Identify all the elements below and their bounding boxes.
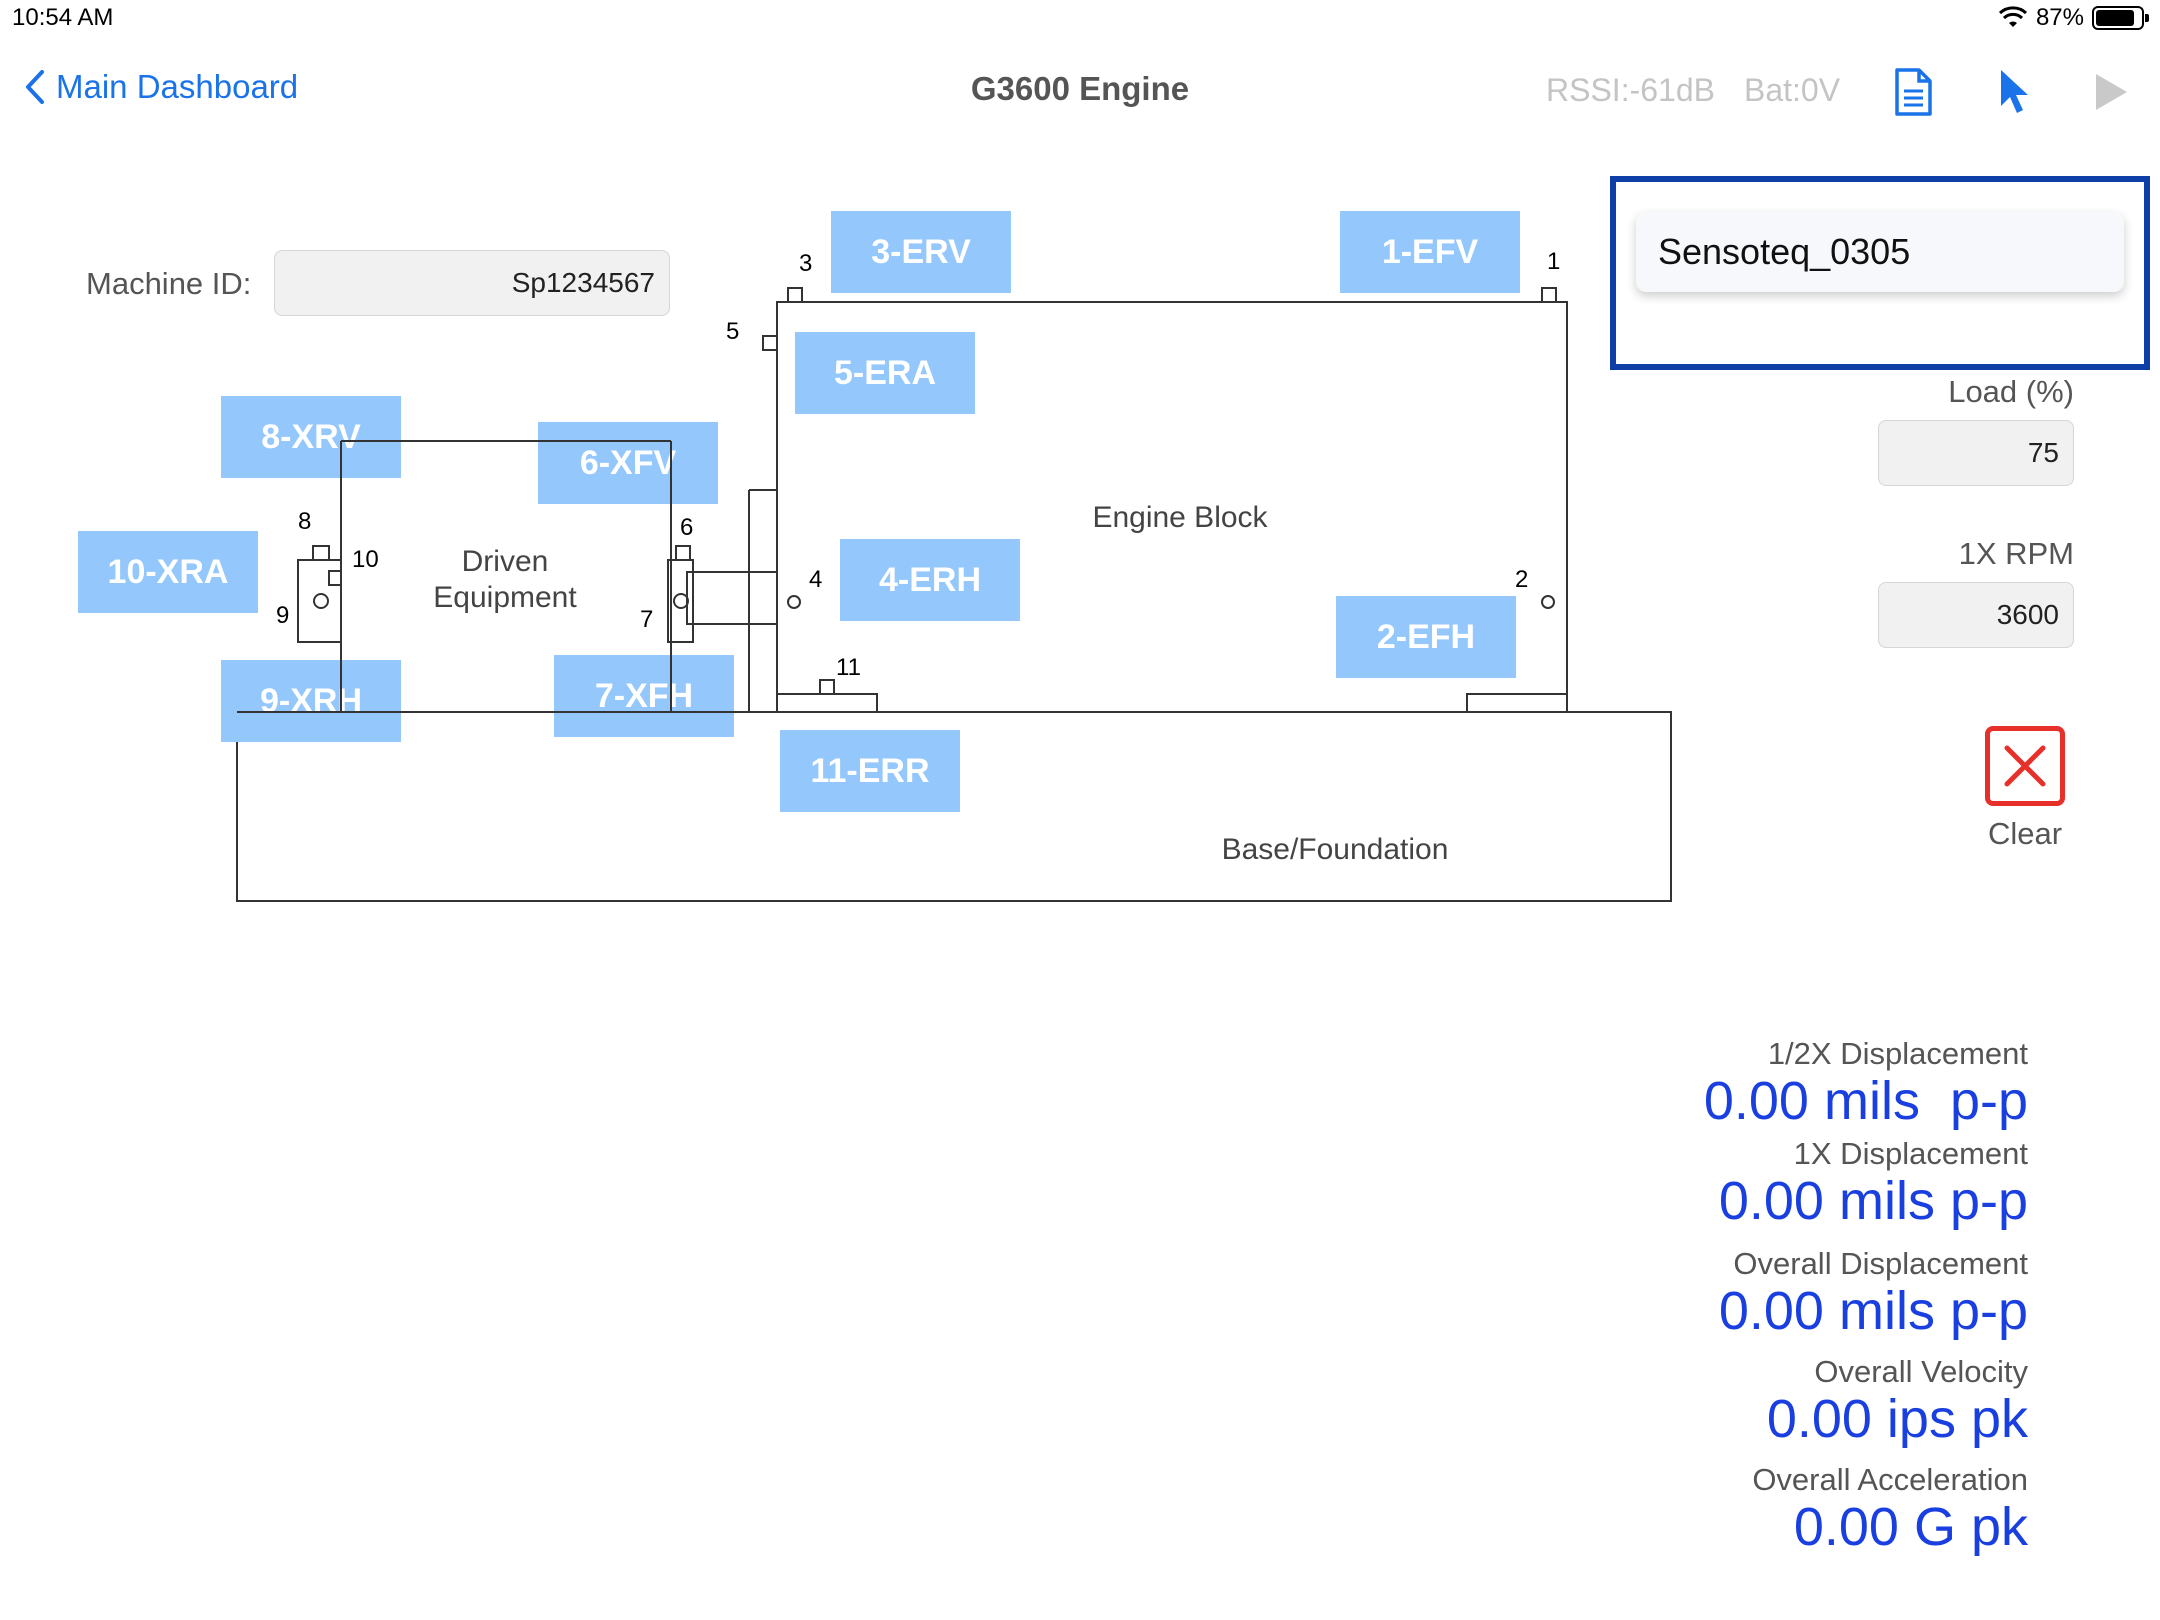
point-number: 3 [799, 250, 813, 277]
clear-button[interactable] [1985, 726, 2065, 806]
select-mode-button[interactable] [1988, 66, 2038, 118]
metric-value: 0.00 ips pk [1766, 1389, 2028, 1449]
sensor-2-efh-button[interactable]: 2-EFH [1336, 596, 1516, 678]
metric-value: 0.00 G pk [1793, 1497, 2028, 1557]
document-icon [1895, 68, 1932, 116]
metric-label: Overall Acceleration [1752, 1462, 2028, 1497]
sensor-dropdown[interactable]: Sensoteq_0305 [1636, 212, 2124, 292]
status-indicators: 87% [1998, 4, 2149, 32]
point-number: 5 [726, 318, 740, 345]
metric-value: 0.00 mils p-p [1703, 1071, 2028, 1131]
metric-label: 1X Displacement [1793, 1136, 2028, 1171]
clear-label: Clear [1987, 816, 2063, 851]
metric-label: 1/2X Displacement [1767, 1036, 2028, 1071]
battery-readout: Bat:0V [1744, 72, 1841, 108]
point-number: 7 [640, 606, 654, 633]
sensor-3-erv-button[interactable]: 3-ERV [831, 211, 1011, 293]
machine-id-label: Machine ID: [86, 266, 252, 301]
point-number: 6 [680, 514, 694, 541]
chevron-left-icon [26, 70, 44, 104]
load-label: Load (%) [1948, 374, 2074, 409]
point-number: 10 [352, 546, 379, 573]
point-number: 2 [1515, 566, 1529, 593]
sensor-5-era-button[interactable]: 5-ERA [795, 332, 975, 414]
sensor-8-xrv-button[interactable]: 8-XRV [221, 396, 401, 478]
point-number: 4 [809, 566, 823, 593]
cursor-icon [2001, 70, 2028, 113]
point-number: 11 [836, 654, 861, 681]
metric-value: 0.00 mils p-p [1718, 1281, 2028, 1341]
point-number: 1 [1547, 248, 1561, 275]
metric-label: Overall Velocity [1814, 1354, 2028, 1389]
sensor-7-xfh-button[interactable]: 7-XFH [554, 655, 734, 737]
metric-value: 0.00 mils p-p [1718, 1171, 2028, 1231]
sensor-1-efv-button[interactable]: 1-EFV [1340, 211, 1520, 293]
rpm-label: 1X RPM [1958, 536, 2074, 571]
close-icon [2004, 745, 2046, 787]
sensor-9-xrh-button[interactable]: 9-XRH [221, 660, 401, 742]
engine-block-label: Engine Block [1092, 501, 1268, 534]
sensor-select-panel: Sensoteq_0305 [1610, 176, 2150, 370]
base-foundation-label: Base/Foundation [1221, 833, 1449, 866]
rpm-input[interactable] [1878, 582, 2074, 648]
play-icon [2096, 74, 2127, 110]
play-button[interactable] [2086, 66, 2136, 118]
report-button[interactable] [1888, 66, 1938, 118]
point-number: 9 [276, 602, 290, 629]
sensor-6-xfv-button[interactable]: 6-XFV [538, 422, 718, 504]
sensor-10-xra-button[interactable]: 10-XRA [78, 531, 258, 613]
sensor-11-err-button[interactable]: 11-ERR [780, 730, 960, 812]
load-input[interactable] [1878, 420, 2074, 486]
point-number: 8 [298, 508, 312, 535]
back-label: Main Dashboard [56, 68, 299, 105]
machine-id-input[interactable] [274, 250, 670, 316]
wifi-icon [1998, 6, 2027, 27]
status-time: 10:54 AM [12, 4, 114, 31]
battery-percent: 87% [2035, 4, 2084, 31]
driven-equipment-label: Driven Equipment [433, 545, 577, 614]
metric-label: Overall Displacement [1733, 1246, 2028, 1281]
sensor-4-erh-button[interactable]: 4-ERH [840, 539, 1020, 621]
back-button[interactable]: Main Dashboard [24, 68, 298, 106]
rssi-readout: RSSI:-61dB [1546, 72, 1715, 108]
battery-icon [2092, 6, 2149, 30]
